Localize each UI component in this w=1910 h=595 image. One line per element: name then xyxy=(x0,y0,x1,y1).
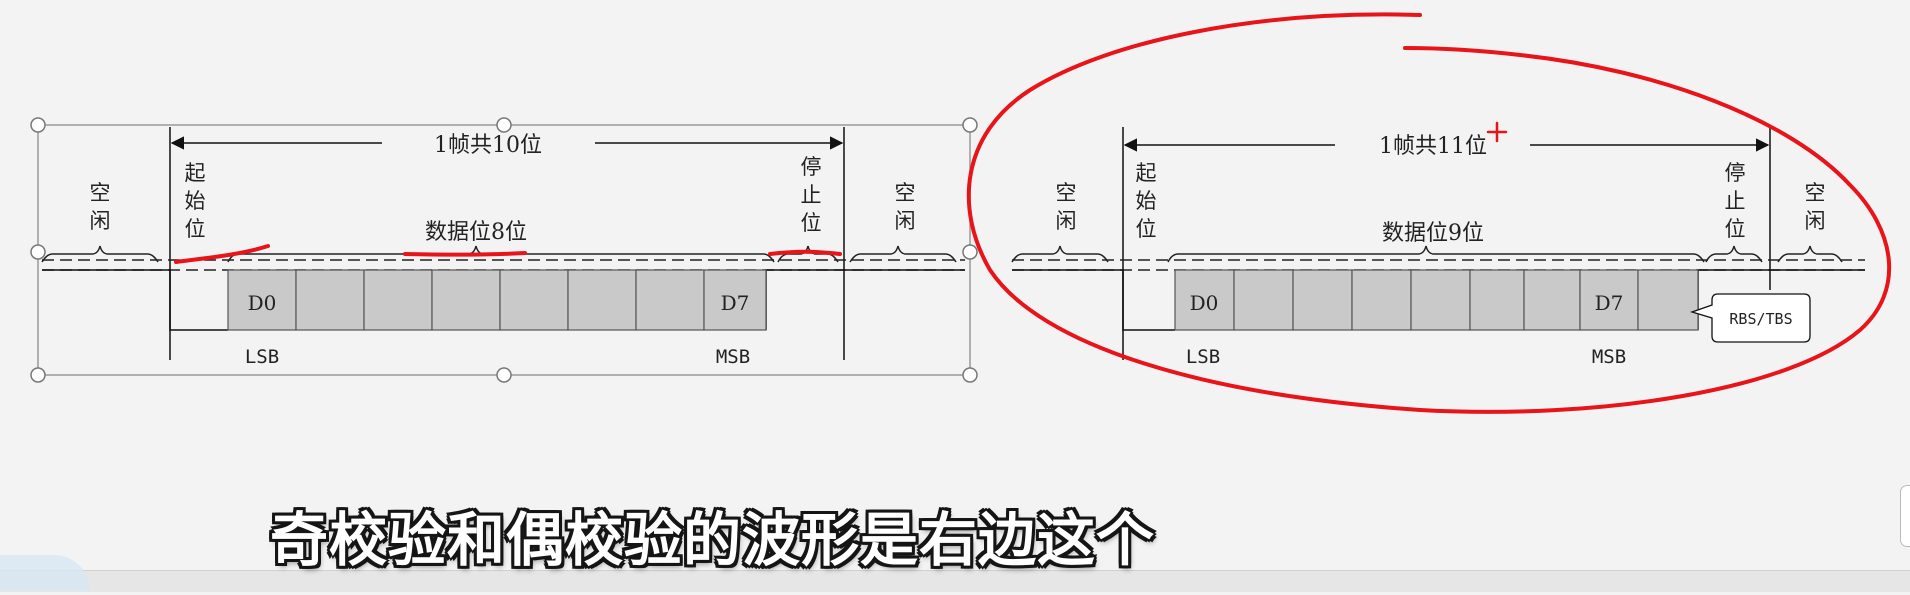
svg-text:起: 起 xyxy=(185,161,206,185)
bit-cell xyxy=(1410,269,1471,331)
bottom-left-decoration xyxy=(0,555,90,591)
svg-text:空: 空 xyxy=(895,181,916,205)
right-frame-diagram: 1帧共11位 空 闲 起 始 位 数据位9位 停 止 位 空 闲 xyxy=(966,12,1892,414)
svg-text:起: 起 xyxy=(1136,161,1157,185)
lsb-label: LSB xyxy=(1186,346,1220,368)
callout-text: RBS/TBS xyxy=(1729,310,1792,328)
stop-bit-label: 停 止 位 xyxy=(801,155,822,235)
bit-cell xyxy=(363,269,433,331)
svg-text:闲: 闲 xyxy=(90,209,111,233)
red-underline-data-bits xyxy=(403,251,527,257)
svg-text:止: 止 xyxy=(1725,189,1746,213)
bit-cell xyxy=(295,269,365,331)
svg-text:空: 空 xyxy=(90,181,111,205)
bit-cell xyxy=(431,269,501,331)
data-bits-label: 数据位8位 xyxy=(425,220,527,245)
start-bit-label: 起 始 位 xyxy=(1136,161,1157,241)
data-bit-cells xyxy=(227,269,767,331)
left-frame-diagram: 1帧共10位 空 闲 起 始 位 数据位8位 停 止 位 空 闲 xyxy=(30,117,978,383)
bit-cell xyxy=(1523,269,1581,331)
svg-text:闲: 闲 xyxy=(1805,209,1826,233)
msb-label: MSB xyxy=(716,346,750,368)
idle-label-left: 空 闲 xyxy=(90,181,111,233)
resize-handle-bc[interactable] xyxy=(496,367,512,383)
idle-label-right: 空 闲 xyxy=(1805,181,1826,233)
bit-cell xyxy=(1579,269,1639,331)
bit-cell-parity xyxy=(1637,269,1699,331)
msb-label: MSB xyxy=(1592,346,1626,368)
svg-text:闲: 闲 xyxy=(895,209,916,233)
bit-cell xyxy=(635,269,705,331)
svg-text:停: 停 xyxy=(1725,161,1746,185)
red-circle-annotation xyxy=(966,12,1892,414)
svg-text:空: 空 xyxy=(1056,181,1077,205)
svg-text:位: 位 xyxy=(185,217,206,241)
bit-d7-label: D7 xyxy=(1595,291,1624,315)
bit-d7-label: D7 xyxy=(721,291,750,315)
resize-handle-tr[interactable] xyxy=(962,117,978,133)
bit-cell xyxy=(1351,269,1412,331)
section-braces xyxy=(1011,245,1843,263)
svg-text:止: 止 xyxy=(801,183,822,207)
frame-label: 1帧共11位 xyxy=(1379,134,1487,159)
rbs-tbs-callout: RBS/TBS xyxy=(1689,293,1811,343)
bit-cell xyxy=(499,269,569,331)
selection-handles[interactable] xyxy=(30,117,978,383)
bit-d0-label: D0 xyxy=(248,291,277,315)
svg-text:闲: 闲 xyxy=(1056,209,1077,233)
bit-cell xyxy=(1469,269,1525,331)
svg-text:位: 位 xyxy=(1725,217,1746,241)
red-underline-start-bit xyxy=(174,244,270,264)
resize-handle-br[interactable] xyxy=(962,367,978,383)
lsb-label: LSB xyxy=(245,346,279,368)
svg-text:始: 始 xyxy=(1136,189,1157,213)
bit-cell xyxy=(1292,269,1353,331)
bit-d0-label: D0 xyxy=(1190,291,1219,315)
video-subtitle: 奇校验和偶校验的波形是右边这个 xyxy=(270,506,1156,574)
idle-label-left: 空 闲 xyxy=(1056,181,1077,233)
player-bottom-bar xyxy=(0,570,1910,592)
bit-cell xyxy=(1174,269,1235,331)
svg-text:停: 停 xyxy=(801,155,822,179)
side-scroll-handle[interactable] xyxy=(1900,485,1910,547)
resize-handle-tc[interactable] xyxy=(496,117,512,133)
idle-dashed-lines xyxy=(1012,259,1865,271)
selection-box[interactable] xyxy=(37,124,971,376)
svg-text:位: 位 xyxy=(801,211,822,235)
svg-text:始: 始 xyxy=(185,189,206,213)
start-bit-label: 起 始 位 xyxy=(185,161,206,241)
bit-cell xyxy=(227,269,297,331)
data-bit-cells xyxy=(1174,269,1699,331)
svg-text:位: 位 xyxy=(1136,217,1157,241)
frame-label: 1帧共10位 xyxy=(434,133,542,158)
resize-handle-tl[interactable] xyxy=(30,117,46,133)
resize-handle-bl[interactable] xyxy=(30,367,46,383)
stop-bit-label: 停 止 位 xyxy=(1725,161,1746,241)
bit-cell xyxy=(703,269,767,331)
resize-handle-ml[interactable] xyxy=(30,244,46,260)
resize-handle-mr[interactable] xyxy=(962,244,978,260)
data-bits-label: 数据位9位 xyxy=(1382,221,1484,246)
bit-cell xyxy=(567,269,637,331)
red-underline-stop-bit xyxy=(768,249,842,256)
red-annotation-marks xyxy=(174,244,842,264)
svg-text:空: 空 xyxy=(1805,181,1826,205)
red-ellipse-stroke xyxy=(966,12,1892,414)
idle-label-right: 空 闲 xyxy=(895,181,916,233)
bit-cell xyxy=(1233,269,1294,331)
